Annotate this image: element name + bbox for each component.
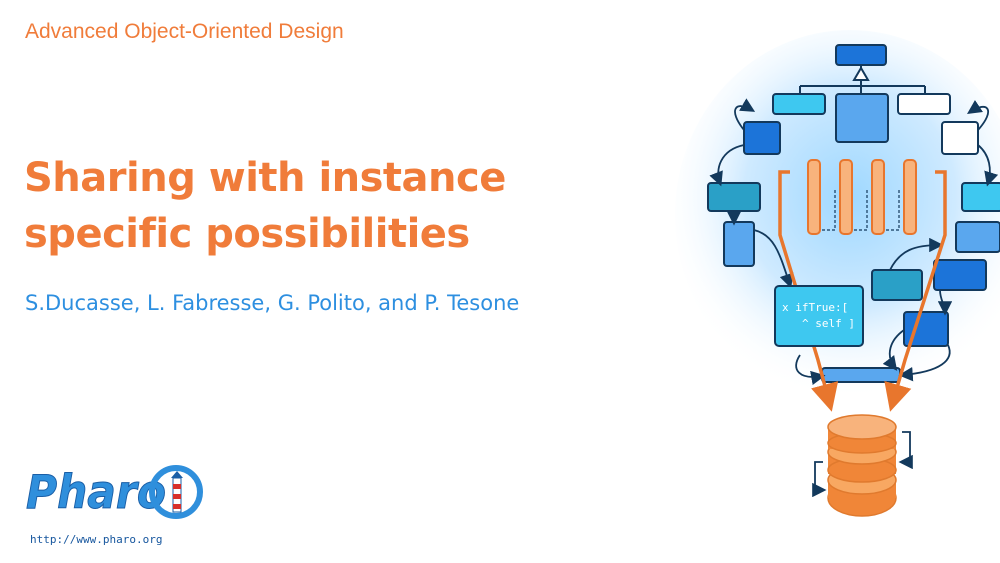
pharo-url: http://www.pharo.org xyxy=(30,533,163,546)
code-line-1: x ifTrue:[ xyxy=(782,301,848,314)
connector-arrows xyxy=(709,98,999,386)
bulb-outline xyxy=(778,170,947,412)
course-title: Advanced Object-Oriented Design xyxy=(25,20,344,43)
slide-title: Sharing with instance specific possibili… xyxy=(24,150,584,262)
lighthouse-icon xyxy=(149,465,203,519)
slide-title-line-1: Sharing with instance xyxy=(24,155,506,201)
slide-title-line-2: specific possibilities xyxy=(24,211,470,257)
bar-links xyxy=(822,190,900,231)
pharo-logo-wordmark: Pharo xyxy=(26,465,166,519)
code-line-2: ^ self ] xyxy=(802,317,855,330)
database-arrows xyxy=(812,431,913,498)
orange-bars xyxy=(807,159,917,235)
class-diagram-box xyxy=(707,44,1000,383)
pharo-logo: Pharo xyxy=(26,465,203,520)
authors: S.Ducasse, L. Fabresse, G. Polito, and P… xyxy=(25,291,520,315)
lightbulb-illustration: x ifTrue:[ ^ self ] xyxy=(675,30,1000,517)
database-icon xyxy=(827,414,897,517)
code-snippet-box: x ifTrue:[ ^ self ] xyxy=(774,285,864,347)
